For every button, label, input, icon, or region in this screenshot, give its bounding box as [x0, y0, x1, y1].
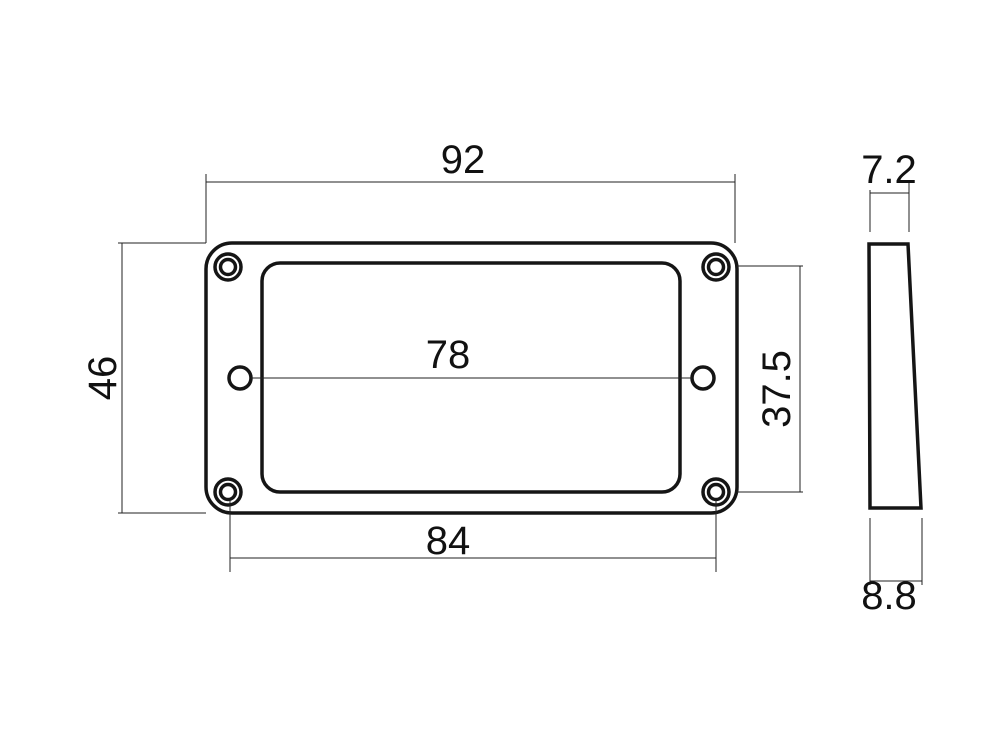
screw-hole-top-right — [701, 252, 731, 282]
dim-label-46: 46 — [81, 356, 125, 401]
dim-84: 84 — [229, 500, 717, 572]
dim-37-5: 37.5 — [737, 265, 803, 493]
dim-label-92: 92 — [441, 138, 486, 182]
dim-46: 46 — [81, 242, 206, 514]
mount-hole-left — [227, 365, 253, 391]
dim-label-84: 84 — [426, 519, 471, 563]
dim-92: 92 — [205, 138, 736, 243]
mount-hole-right — [690, 365, 716, 391]
dim-label-7-2: 7.2 — [861, 148, 917, 192]
dim-label-8-8: 8.8 — [861, 574, 917, 618]
screw-hole-bottom-right — [701, 477, 731, 507]
side-view: 7.2 8.8 — [861, 148, 923, 618]
side-profile — [867, 242, 923, 510]
dim-label-37-5: 37.5 — [755, 350, 799, 428]
dim-label-78: 78 — [426, 333, 471, 377]
screw-hole-bottom-left — [213, 477, 243, 507]
screw-hole-top-left — [213, 252, 243, 282]
